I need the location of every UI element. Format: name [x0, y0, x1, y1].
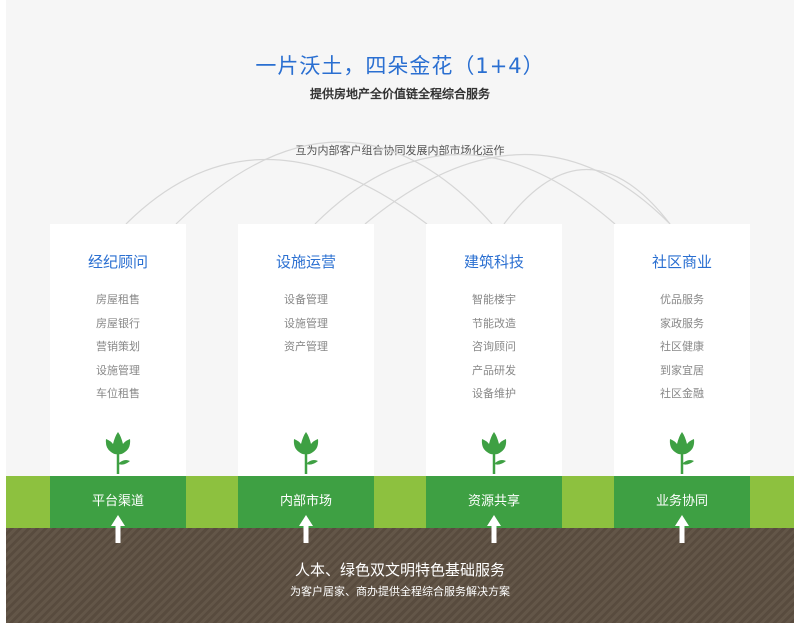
diagram-stage: 一片沃土，四朵金花（1+4） 提供房地产全价值链全程综合服务 互为内部客户组合协… [6, 0, 794, 623]
up-arrow-icon [111, 515, 125, 543]
sprout-icon [667, 430, 697, 476]
card-title: 经纪顾问 [87, 253, 148, 271]
card-item: 家政服务 [660, 316, 704, 330]
arc-4 [364, 153, 671, 225]
sprout-icon [103, 430, 133, 476]
card-item: 房屋银行 [96, 316, 140, 330]
base-title: 人本、绿色双文明特色基础服务 [294, 561, 505, 579]
arc-2 [175, 141, 493, 225]
up-arrow-icon [487, 515, 501, 543]
foundation-label: 资源共享 [426, 476, 562, 528]
service-card: 设施运营设备管理设施管理资产管理 [238, 224, 374, 476]
card-item: 设施管理 [96, 363, 140, 377]
soil-band [6, 528, 794, 623]
card-item: 营销策划 [96, 340, 140, 353]
diagram-subtitle: 提供房地产全价值链全程综合服务 [309, 87, 490, 101]
up-arrow-icon [299, 515, 313, 543]
card-item-list: 房屋租售房屋银行营销策划设施管理车位租售 [50, 288, 186, 406]
card-item: 社区健康 [660, 340, 704, 353]
connector-arcs [125, 141, 671, 225]
card-item: 资产管理 [284, 340, 328, 353]
card-title: 社区商业 [651, 253, 712, 271]
card-title: 设施运营 [275, 253, 336, 271]
card-item-list: 智能楼宇节能改造咨询顾问产品研发设备维护 [426, 288, 562, 406]
card-item: 设备管理 [284, 293, 328, 306]
diagram-title: 一片沃土，四朵金花（1+4） [255, 54, 545, 78]
card-item: 设施管理 [284, 316, 328, 330]
service-card: 社区商业优品服务家政服务社区健康到家宜居社区金融 [614, 224, 750, 476]
arc-1 [125, 158, 428, 225]
sprout-icon [291, 430, 321, 476]
card-item: 社区金融 [660, 387, 704, 400]
up-arrow-icon [675, 515, 689, 543]
connector-note: 互为内部客户组合协同发展内部市场化运作 [295, 144, 505, 157]
base-subtitle: 为客户居家、商办提供全程综合服务解决方案 [290, 585, 510, 598]
card-item: 咨询顾问 [472, 340, 516, 353]
card-item: 到家宜居 [660, 363, 704, 377]
service-card: 经纪顾问房屋租售房屋银行营销策划设施管理车位租售 [50, 224, 186, 476]
sprout-icon [479, 430, 509, 476]
card-item: 节能改造 [472, 316, 516, 330]
arc-3 [314, 153, 616, 225]
card-item-list: 优品服务家政服务社区健康到家宜居社区金融 [614, 288, 750, 406]
card-item: 车位租售 [96, 387, 140, 400]
service-card: 建筑科技智能楼宇节能改造咨询顾问产品研发设备维护 [426, 224, 562, 476]
card-item: 房屋租售 [96, 293, 140, 306]
card-item: 优品服务 [660, 293, 704, 306]
card-item: 设备维护 [472, 387, 516, 400]
card-item: 智能楼宇 [472, 293, 516, 306]
card-item-list: 设备管理设施管理资产管理 [238, 288, 374, 359]
card-title: 建筑科技 [463, 253, 524, 271]
card-item: 产品研发 [472, 363, 516, 377]
arc-5 [503, 168, 671, 225]
